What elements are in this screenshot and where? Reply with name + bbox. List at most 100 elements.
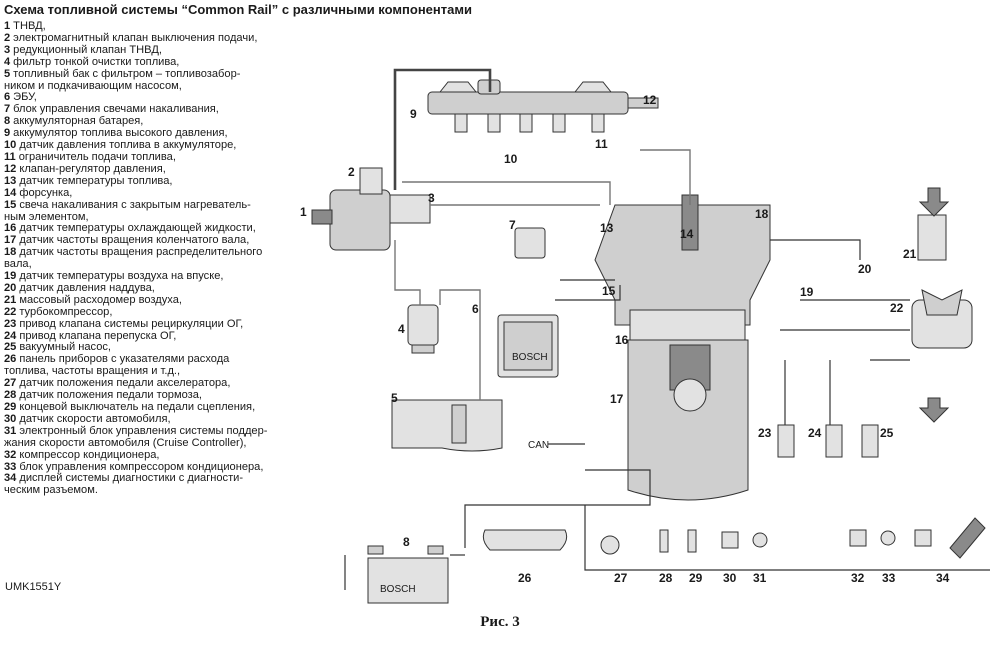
callout-19: 19: [800, 285, 814, 299]
figure-caption: Рис. 3: [480, 614, 520, 630]
legend-number: 3: [4, 43, 11, 56]
legend-number: 11: [4, 150, 16, 163]
legend-number: 12: [4, 162, 17, 175]
legend-number: 32: [4, 448, 17, 461]
legend-number: 16: [4, 222, 17, 235]
fuel-system-diagram: BOSCH BOSCH: [300, 68, 990, 604]
ac-control-unit: [880, 530, 896, 546]
legend-number: 22: [4, 305, 17, 318]
callout-1: 1: [300, 205, 307, 219]
legend-text: форсунка,: [19, 186, 73, 199]
legend-text: вала,: [4, 258, 32, 271]
legend-text: жания скорости автомобиля (Cruise Contro…: [4, 436, 247, 449]
legend-text: блок управления компрессором кондиционер…: [19, 460, 264, 473]
battery: BOSCH: [367, 545, 449, 604]
legend-number: 8: [4, 115, 11, 128]
wiring-harness: [344, 239, 990, 590]
callout-34: 34: [936, 571, 950, 585]
callout-9: 9: [410, 107, 417, 121]
legend-number: 19: [4, 270, 17, 283]
callout-13: 13: [600, 221, 614, 235]
legend-text: ограничитель подачи топлива,: [18, 150, 176, 163]
legend-number: 23: [4, 317, 17, 330]
callout-14: 14: [680, 227, 694, 241]
diagram-title: Схема топливной системы “Common Rail” с …: [4, 2, 472, 17]
legend-text: топливный бак с фильтром – топливозабор-: [13, 67, 241, 80]
legend-text: датчик частоты вращения распределительно…: [19, 246, 263, 259]
legend-text: компрессор кондиционера,: [19, 448, 160, 461]
legend-text: блок управления свечами накаливания,: [13, 103, 219, 116]
legend-number: 5: [4, 67, 11, 80]
turbocharger: [911, 289, 973, 349]
legend-text: датчик положения педали тормоза,: [19, 389, 202, 402]
legend-item: вала,: [4, 258, 304, 271]
battery-brand: BOSCH: [380, 584, 416, 595]
legend-number: 18: [4, 246, 17, 259]
callout-7: 7: [509, 218, 516, 232]
ecu-block: BOSCH: [497, 314, 559, 378]
legend-text: электромагнитный клапан выключения подач…: [13, 31, 258, 44]
callout-26: 26: [518, 571, 532, 585]
callout-18: 18: [755, 207, 769, 221]
engine-block: [594, 194, 771, 501]
callout-3: 3: [428, 191, 435, 205]
callout-4: 4: [398, 322, 405, 336]
callout-2: 2: [348, 165, 355, 179]
callout-17: 17: [610, 392, 624, 406]
high-pressure-pump: [311, 167, 431, 251]
legend-text: дисплей системы диагностики с диагности-: [19, 472, 244, 485]
legend-text: свеча накаливания с закрытым нагреватель…: [19, 198, 251, 211]
callout-16: 16: [615, 333, 629, 347]
vehicle-speed-sensor: [721, 531, 739, 549]
cruise-control-unit: [752, 532, 768, 548]
callout-23: 23: [758, 426, 772, 440]
legend-item: ником и подкачивающим насосом,: [4, 80, 304, 93]
callout-29: 29: [689, 571, 703, 585]
figure-code: UMK1551Y: [5, 581, 62, 593]
ac-compressor: [849, 529, 867, 547]
callout-24: 24: [808, 426, 822, 440]
diagnostic-connector: [949, 517, 986, 559]
callout-30: 30: [723, 571, 737, 585]
callout-10: 10: [504, 152, 518, 166]
legend-number: 13: [4, 174, 17, 187]
callout-5: 5: [391, 391, 398, 405]
legend-number: 2: [4, 31, 11, 44]
legend-number: 9: [4, 127, 11, 140]
fuel-rail: [427, 79, 659, 133]
ecu-brand: BOSCH: [512, 352, 548, 363]
accelerator-pedal-sensor: [600, 535, 620, 555]
brake-pedal-sensor: [659, 529, 669, 553]
wastegate-actuator: [825, 424, 843, 458]
legend-text: фильтр тонкой очистки топлива,: [13, 55, 180, 68]
legend-number: 29: [4, 401, 17, 413]
glow-plug-control-unit: [514, 227, 546, 259]
fuel-lines: [393, 68, 691, 400]
legend-number: 24: [4, 329, 17, 342]
legend-text: клапан-регулятор давления,: [19, 162, 166, 175]
vacuum-pump: [861, 424, 879, 458]
legend-number: 21: [4, 293, 17, 306]
instrument-panel: [482, 529, 568, 551]
tank-pump: [451, 404, 467, 444]
legend-number: 26: [4, 353, 17, 366]
legend-number: 17: [4, 234, 17, 247]
